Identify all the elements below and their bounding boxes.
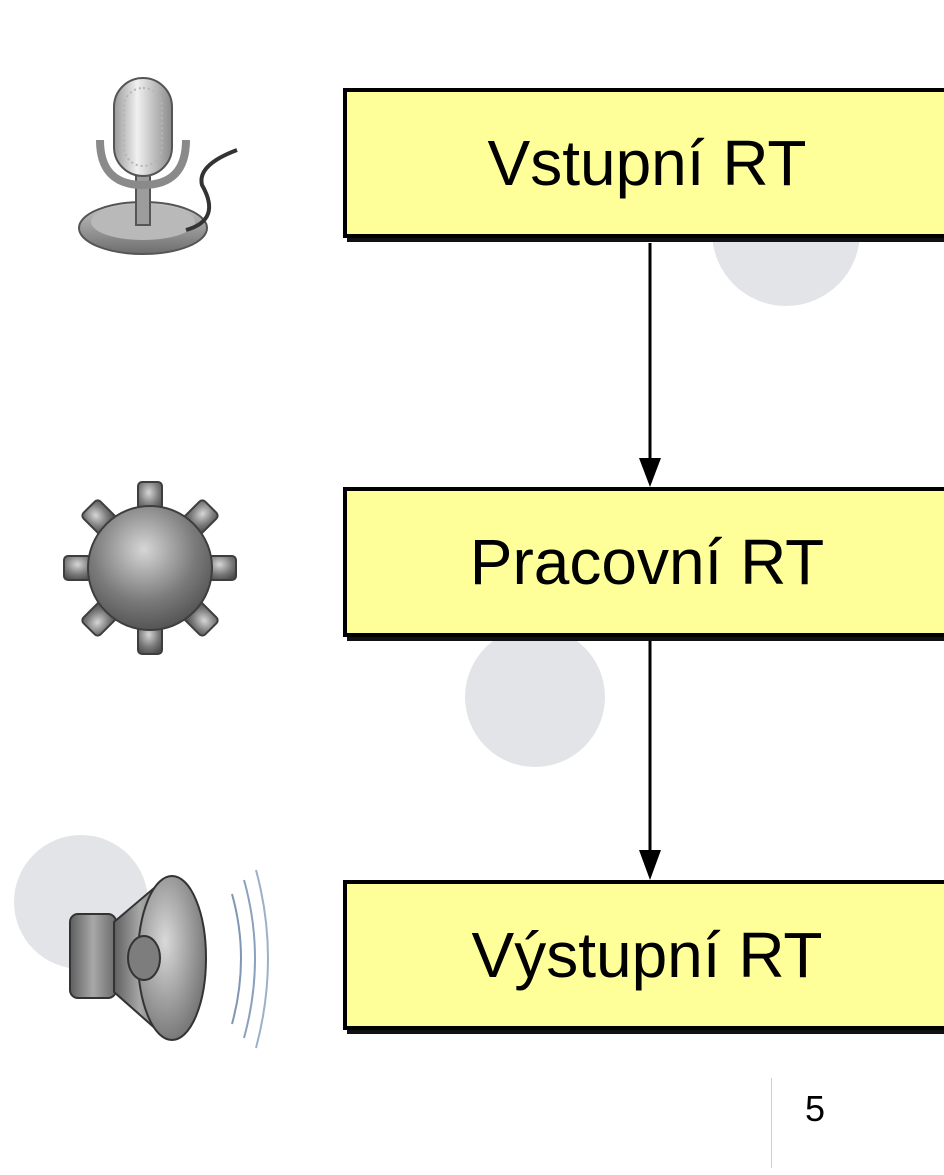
node-output-box: Výstupní RT: [343, 880, 944, 1030]
node-input-box: Vstupní RT: [343, 88, 944, 238]
arrowhead-work: [639, 458, 661, 487]
page-number: 5: [805, 1088, 826, 1129]
gear-icon: [62, 480, 242, 665]
page-divider: [771, 1078, 772, 1168]
node-input-label: Vstupní RT: [487, 127, 807, 199]
microphone-icon: [72, 70, 252, 275]
arrowhead-output: [639, 850, 661, 880]
node-output-label: Výstupní RT: [471, 919, 823, 991]
decor-circle-middle: [465, 627, 605, 767]
node-work-label: Pracovní RT: [469, 526, 825, 598]
speaker-icon: [64, 866, 284, 1061]
node-work-box: Pracovní RT: [343, 487, 944, 637]
